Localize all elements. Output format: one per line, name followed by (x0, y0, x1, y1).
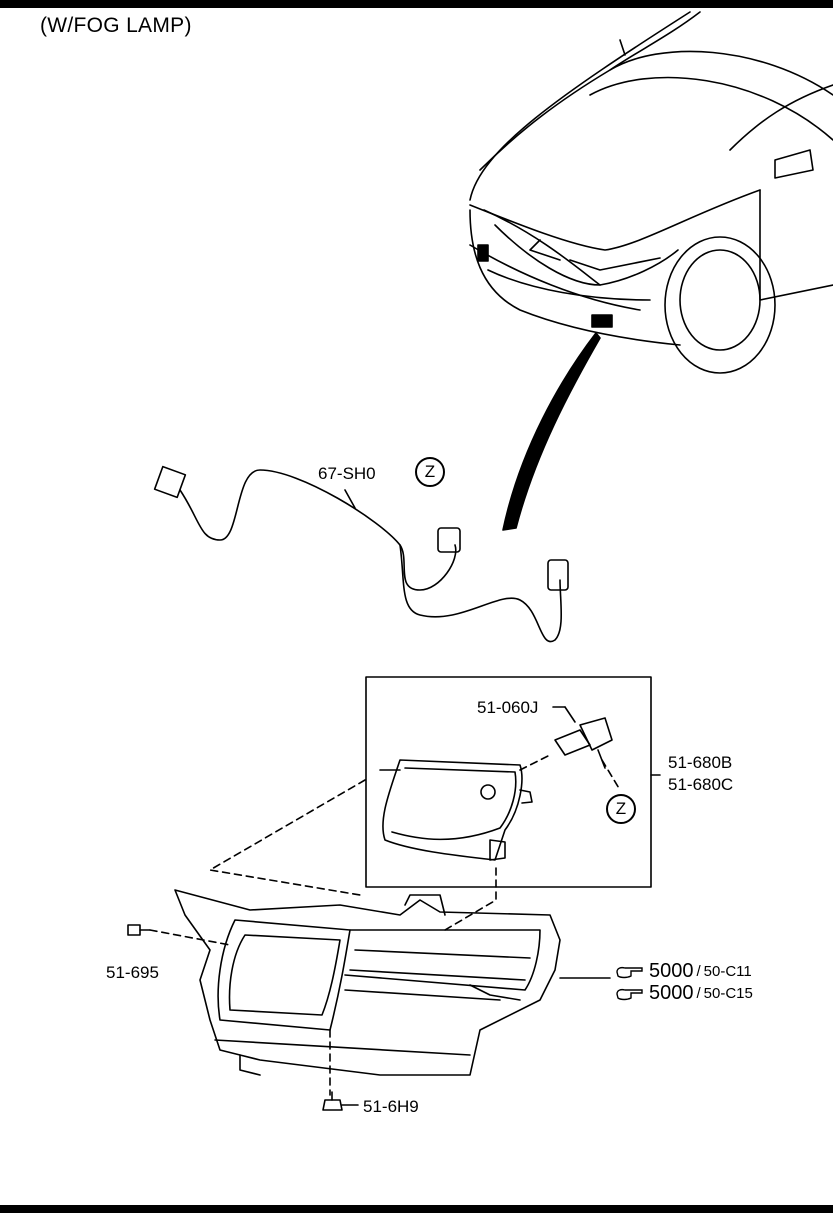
fog-lamp (379, 759, 533, 861)
top-border (0, 0, 833, 8)
reference-code: 50-C11 (703, 963, 752, 980)
callout-harness: 67-SH0 (318, 464, 376, 483)
callout-bolt-left: 51-695 (106, 963, 159, 982)
grille-assembly (174, 889, 561, 1076)
bolt-51-6H9 (322, 1091, 359, 1111)
bottom-border (0, 1205, 833, 1213)
reference-num: 5000 (649, 982, 694, 1004)
connector-z-lamp: Z (606, 794, 636, 824)
reference-sep: / (696, 985, 701, 1002)
diagram-title: (W/FOG LAMP) (40, 14, 192, 37)
reference-num: 5000 (649, 960, 694, 982)
reference-1[interactable]: 5000 / 50-C11 (615, 960, 752, 983)
reference-2[interactable]: 5000 / 50-C15 (615, 982, 753, 1005)
connector-z-harness: Z (415, 457, 445, 487)
reference-code: 50-C15 (703, 985, 753, 1002)
pointing-hand-icon (616, 988, 643, 1000)
bulb (554, 717, 613, 769)
callout-bolt-bottom: 51-6H9 (363, 1097, 419, 1116)
pointer-wedge (502, 332, 601, 531)
callout-bulb: 51-060J (477, 698, 539, 717)
inset-box (365, 676, 652, 888)
pointing-hand-icon (616, 966, 643, 978)
bolt-51-695 (127, 924, 151, 936)
callout-lamp-a: 51-680B (668, 753, 733, 772)
wiring-harness (153, 465, 569, 643)
callout-lamp-b: 51-680C (668, 775, 734, 794)
car-illustration (469, 11, 833, 374)
reference-sep: / (696, 963, 701, 980)
